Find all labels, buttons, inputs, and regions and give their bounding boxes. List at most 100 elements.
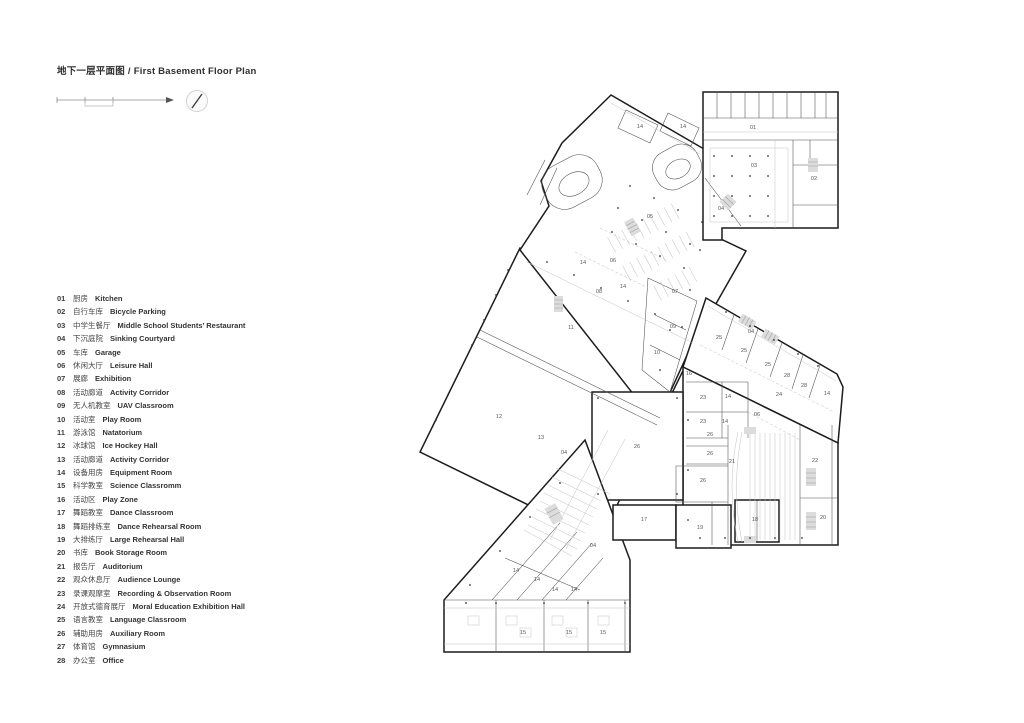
legend-name-zh: 游泳馆 (73, 427, 96, 437)
room-label-08: 08 (596, 289, 602, 295)
legend-name-zh: 中学生餐厅 (73, 320, 111, 330)
legend-number: 11 (57, 427, 65, 437)
room-label-25: 25 (765, 362, 771, 368)
legend-name-en: Science Classromm (110, 481, 182, 491)
legend-name-en: Natatorium (102, 427, 143, 437)
legend-number: 23 (57, 588, 66, 598)
legend-number: 28 (57, 655, 66, 665)
legend-name-zh: 下沉庭院 (73, 334, 103, 344)
legend-number: 04 (57, 334, 66, 344)
legend-name-zh: 舞蹈排练室 (73, 521, 111, 531)
legend-name-en: Kitchen (95, 294, 123, 303)
legend-name-en: UAV Classroom (117, 401, 174, 411)
room-label-04: 04 (590, 543, 596, 549)
legend-name-zh: 体育馆 (73, 642, 96, 652)
legend-name-en: Gymnasium (102, 642, 146, 652)
legend-number: 08 (57, 387, 66, 397)
legend-name-zh: 书库 (73, 548, 88, 558)
legend-name-zh: 语言教室 (73, 615, 103, 625)
legend-number: 22 (57, 575, 66, 585)
room-label-07: 07 (672, 289, 678, 295)
stair-hatches (544, 158, 818, 543)
room-label-14: 14 (571, 587, 577, 593)
legend-name-en: Office (102, 655, 124, 665)
legend-number: 16 (57, 494, 66, 504)
room-label-14: 14 (824, 391, 830, 397)
room-label-20: 20 (820, 515, 826, 521)
room-label-25: 25 (716, 335, 722, 341)
room-label-12: 12 (496, 414, 502, 420)
legend-name-zh: 报告厅 (73, 561, 96, 571)
legend-name-zh: 活动廊道 (73, 454, 103, 464)
legend-number: 06 (57, 360, 66, 370)
page-title-separator: / (127, 66, 131, 77)
room-label-14: 14 (637, 124, 643, 130)
room-label-02: 02 (811, 176, 817, 182)
legend-number: 13 (57, 454, 66, 464)
room-label-28: 28 (801, 383, 807, 389)
detail-lines (444, 102, 838, 645)
room-label-05: 05 (647, 214, 653, 220)
legend-name-en: Equipment Room (110, 468, 173, 478)
room-label-01: 01 (750, 125, 756, 131)
legend-number: 26 (57, 628, 66, 638)
legend-number: 02 (57, 307, 66, 317)
legend-number: 07 (57, 374, 66, 384)
room-label-14: 14 (513, 568, 519, 574)
legend-name-zh: 活动区 (73, 494, 96, 504)
room-label-14: 14 (620, 284, 626, 290)
room-label-06: 06 (610, 258, 616, 264)
legend-name-zh: 开放式德育展厅 (73, 601, 126, 611)
room-label-19: 19 (697, 525, 703, 531)
legend-item-18: 18 舞蹈排练室 Dance Rehearsal Room (57, 520, 245, 533)
legend-number: 25 (57, 615, 66, 625)
legend-name-zh: 厨房 (73, 294, 88, 303)
legend-number: 24 (57, 601, 66, 611)
legend-name-en: Auditorium (102, 561, 143, 571)
scale-bar (56, 97, 174, 107)
room-label-18: 18 (752, 517, 758, 523)
room-label-26: 26 (707, 432, 713, 438)
legend-name-en: Ice Hockey Hall (102, 441, 158, 451)
legend-name-zh: 活动廊道 (73, 387, 103, 397)
room-label-15: 15 (566, 630, 572, 636)
legend-name-en: Book Storage Room (95, 548, 168, 558)
legend-name-zh: 大排练厅 (73, 535, 103, 545)
legend-name-zh: 冰球馆 (73, 441, 96, 451)
room-label-22: 22 (812, 458, 818, 464)
legend-name-en: Garage (95, 347, 121, 357)
legend-name-en: Large Rehearsal Hall (110, 535, 185, 545)
room-label-04: 04 (748, 329, 754, 335)
room-label-15: 15 (600, 630, 606, 636)
outer-walls (418, 91, 844, 653)
room-label-11: 11 (568, 325, 574, 331)
legend-name-en: Dance Rehearsal Room (117, 521, 202, 531)
interior-walls (444, 92, 838, 652)
room-label-14: 14 (722, 419, 728, 425)
room-label-13: 13 (538, 435, 544, 441)
legend-name-en: Bicycle Parking (110, 307, 166, 317)
legend-name-zh: 辅助用房 (73, 628, 103, 638)
room-label-10: 10 (654, 350, 660, 356)
room-label-26: 26 (634, 444, 640, 450)
room-label-14: 14 (680, 124, 686, 130)
legend-number: 09 (57, 401, 66, 411)
legend-name-en: Exhibition (95, 374, 132, 384)
legend-number: 18 (57, 521, 66, 531)
